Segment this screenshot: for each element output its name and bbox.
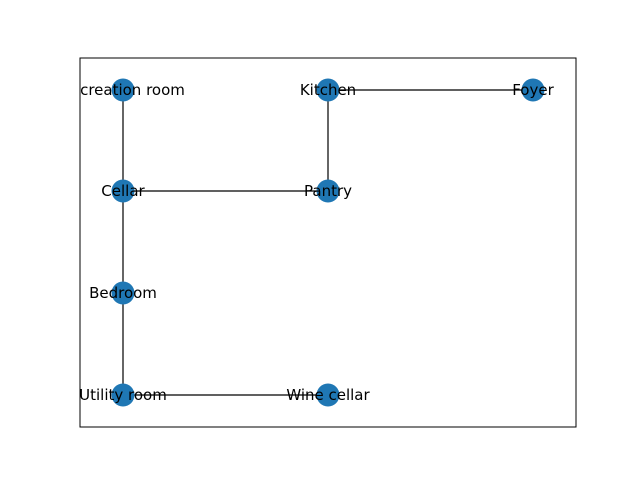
node-pantry bbox=[316, 179, 340, 203]
node-label-utility_room: Utility room bbox=[79, 386, 167, 404]
node-cellar bbox=[111, 179, 135, 203]
node-label-bedroom: Bedroom bbox=[89, 284, 157, 302]
node-label-cellar: Cellar bbox=[101, 182, 145, 200]
node-label-recreation_room: Recreation room bbox=[61, 81, 185, 99]
node-label-wine_cellar: Wine cellar bbox=[286, 386, 370, 404]
node-kitchen bbox=[316, 78, 340, 102]
edges-layer bbox=[122, 89, 533, 396]
nodes-layer bbox=[111, 78, 545, 407]
node-label-foyer: Foyer bbox=[512, 81, 554, 99]
node-wine_cellar bbox=[316, 383, 340, 407]
node-label-kitchen: Kitchen bbox=[300, 81, 356, 99]
node-label-pantry: Pantry bbox=[304, 182, 352, 200]
plot-frame bbox=[79, 57, 577, 428]
node-recreation_room bbox=[111, 78, 135, 102]
node-foyer bbox=[521, 78, 545, 102]
node-bedroom bbox=[111, 281, 135, 305]
node-utility_room bbox=[111, 383, 135, 407]
